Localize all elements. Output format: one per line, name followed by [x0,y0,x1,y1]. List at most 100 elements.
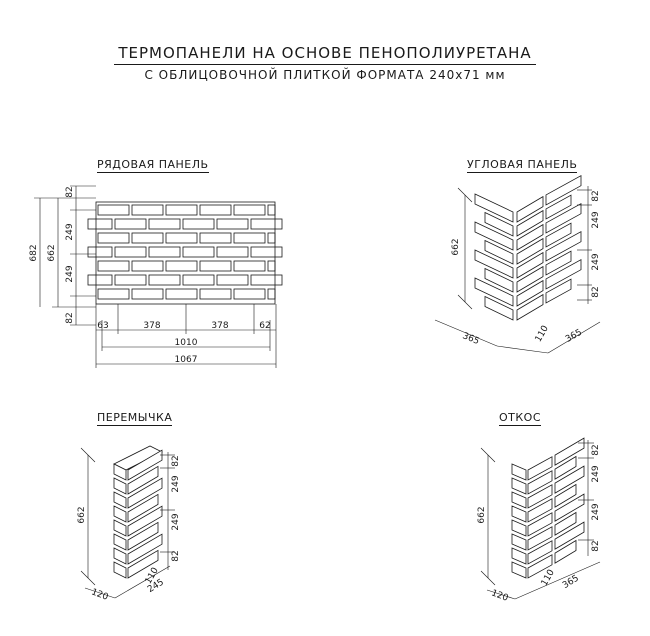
brick-right [545,222,572,248]
brick-right [527,554,553,579]
brick [97,204,130,216]
dim-corner-365-left: 365 [461,331,481,347]
label-row-panel: РЯДОВАЯ ПАНЕЛЬ [97,158,209,173]
brick-left [474,277,514,307]
page-subtitle: С ОБЛИЦОВОЧНОЙ ПЛИТКОЙ ФОРМАТА 240х71 мм [144,68,506,82]
brick [233,260,266,272]
brick-right [516,209,544,237]
brick-right [527,512,553,537]
brick-right [127,449,163,481]
brick-right [516,265,544,293]
brick-right [127,533,163,565]
brick-left [113,463,127,481]
dim-slope-110: 110 [540,568,557,588]
brick [216,274,249,286]
brick [233,232,266,244]
dim-row-82-top: 82 [65,186,75,197]
brick-left [484,239,514,265]
dim-corner-249-2: 249 [591,253,601,270]
brick [131,260,164,272]
dim-lintel-120: 120 [90,587,110,602]
brick-right [545,194,572,220]
brick [148,274,181,286]
dim-lintel-82-bottom: 82 [171,550,181,561]
brick [233,288,266,300]
page-title: ТЕРМОПАНЕЛИ НА ОСНОВЕ ПЕНОПОЛИУРЕТАНА [0,44,650,65]
brick-left [511,505,527,523]
brick-left [474,249,514,279]
brick [233,204,266,216]
dim-lintel-662: 662 [77,506,87,523]
brick-right [554,455,577,480]
brick-right [516,279,544,307]
brick [250,274,283,286]
brick-right [127,521,159,551]
brick-left [484,211,514,237]
brick-left [113,561,127,579]
brick-right [554,465,585,494]
row-panel-drawing: 682 662 82 249 249 82 63 378 378 62 1010… [29,185,283,368]
brick [267,232,276,244]
dim-corner-82-bottom: 82 [591,286,601,297]
brick-left [511,491,527,509]
brick-right [127,493,159,523]
brick [199,204,232,216]
brick-right [545,250,572,276]
corner-panel-drawing: 662 82 249 249 82 365 365 110 [434,175,601,354]
brick [182,246,215,258]
dim-row-249-2: 249 [65,265,75,282]
dim-corner-662: 662 [451,238,461,255]
brick [87,246,113,258]
dim-slope-82-bottom: 82 [591,540,601,551]
brick-right [516,251,544,279]
brick-left [484,295,514,321]
label-slope: ОТКОС [499,411,542,426]
brick [267,204,276,216]
brick [114,246,147,258]
dim-row-682: 682 [29,244,39,261]
dim-corner-249-1: 249 [591,211,601,228]
brick-right [545,231,582,262]
dim-row-378-1: 378 [143,321,160,331]
brick [97,232,130,244]
brick-left [113,491,127,509]
dim-slope-249-2: 249 [591,503,601,520]
dim-slope-82-top: 82 [591,444,601,455]
brick [267,260,276,272]
brick [199,232,232,244]
brick [131,288,164,300]
label-lintel: ПЕРЕМЫЧКА [97,411,173,426]
brick-right [554,493,585,522]
dim-corner-110: 110 [534,324,551,344]
brick [165,288,198,300]
brick [199,288,232,300]
slope-drawing: 662 82 249 249 82 120 365 110 [477,437,601,604]
dim-row-1067: 1067 [175,355,198,365]
brick [87,274,113,286]
brick-right [545,175,582,206]
brick-right [527,498,553,523]
dim-lintel-82-top: 82 [171,455,181,466]
dim-corner-82-top: 82 [591,190,601,201]
row-panel-outline [95,201,276,305]
brick [182,218,215,230]
dim-lintel-249-1: 249 [171,475,181,492]
brick-left [511,477,527,495]
dim-slope-249-1: 249 [591,465,601,482]
dim-lintel-249-2: 249 [171,513,181,530]
brick [131,204,164,216]
brick-right [554,483,577,508]
brick-right [527,540,553,565]
dim-row-62: 62 [259,321,270,331]
brick [250,246,283,258]
brick-right [527,526,553,551]
brick [250,218,283,230]
brick-left [474,221,514,251]
dim-row-63: 63 [97,321,108,331]
brick-right [554,437,585,466]
brick-left [113,477,127,495]
brick [267,288,276,300]
dim-row-378-2: 378 [211,321,228,331]
brick [182,274,215,286]
brick [148,246,181,258]
